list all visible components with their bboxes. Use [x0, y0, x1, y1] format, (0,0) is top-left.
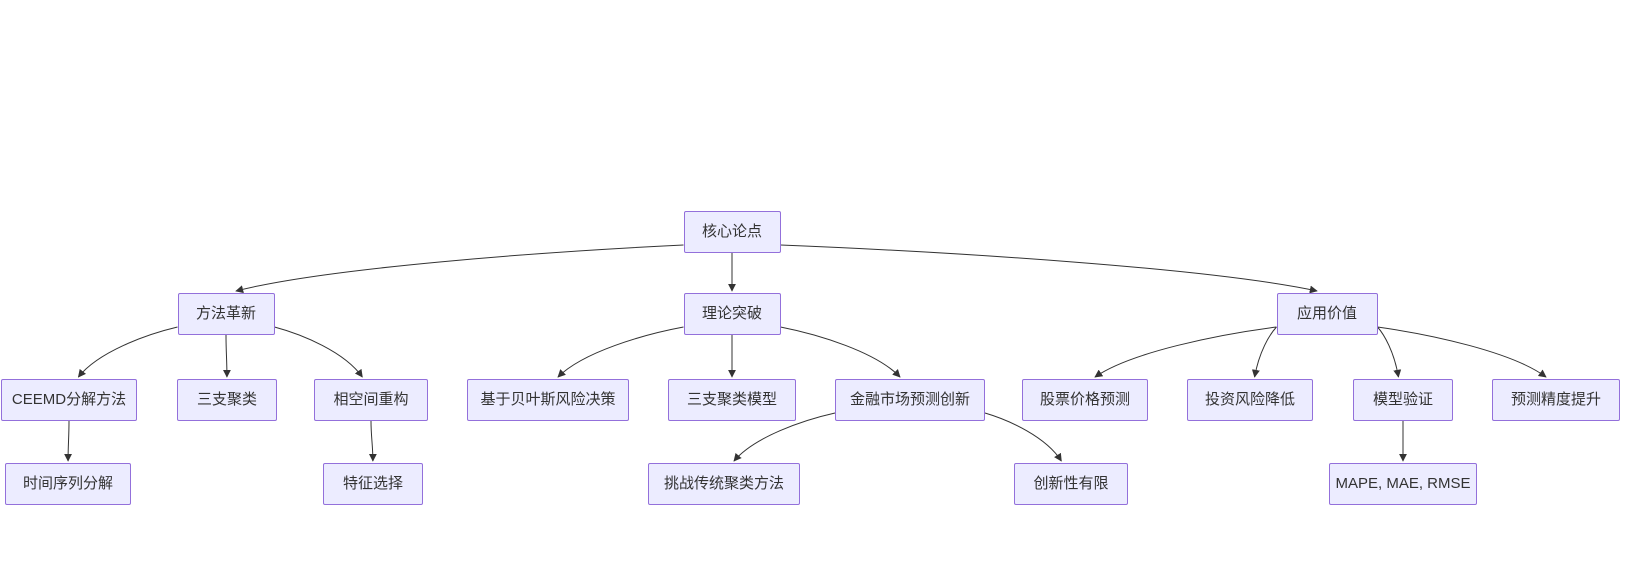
edge-theory-to-finance-innovation [780, 326, 901, 378]
edge-core-to-method [235, 244, 684, 294]
node-three-way-clustering: 三支聚类 [177, 379, 277, 421]
node-time-series: 时间序列分解 [5, 463, 131, 505]
node-stock-prediction: 股票价格预测 [1022, 379, 1148, 421]
edge-application-to-stock-prediction [1094, 326, 1277, 378]
node-feature-selection: 特征选择 [323, 463, 423, 505]
node-risk-reduction: 投资风险降低 [1187, 379, 1313, 421]
node-bayesian: 基于贝叶斯风险决策 [467, 379, 629, 421]
edge-method-to-three-way-clustering [222, 334, 231, 378]
node-twc-model: 三支聚类模型 [668, 379, 796, 421]
edge-group [64, 244, 1547, 462]
node-core: 核心论点 [683, 211, 781, 253]
edge-finance-innovation-to-limited-innovation [984, 412, 1062, 462]
node-mape-mae-rmse: MAPE, MAE, RMSE [1329, 463, 1477, 505]
node-ceemd: CEEMD分解方法 [1, 379, 137, 421]
edge-application-to-risk-reduction [1251, 326, 1277, 378]
node-accuracy-improvement: 预测精度提升 [1492, 379, 1620, 421]
edge-method-to-phase-space [274, 326, 363, 378]
edge-application-to-model-validation [1377, 326, 1402, 378]
node-finance-innovation: 金融市场预测创新 [835, 379, 985, 421]
node-method: 方法革新 [177, 293, 275, 335]
edge-core-to-application [780, 244, 1318, 294]
node-phase-space: 相空间重构 [314, 379, 428, 421]
node-challenge-clustering: 挑战传统聚类方法 [648, 463, 800, 505]
edge-theory-to-bayesian [557, 326, 684, 378]
node-application: 应用价值 [1276, 293, 1378, 335]
edge-application-to-accuracy-improvement [1377, 326, 1547, 378]
node-limited-innovation: 创新性有限 [1014, 463, 1128, 505]
node-model-validation: 模型验证 [1353, 379, 1453, 421]
node-theory: 理论突破 [683, 293, 781, 335]
edge-phase-space-to-feature-selection [368, 420, 377, 462]
edge-finance-innovation-to-challenge-clustering [733, 412, 836, 462]
edge-ceemd-to-time-series [64, 420, 73, 462]
edge-method-to-ceemd [77, 326, 178, 378]
